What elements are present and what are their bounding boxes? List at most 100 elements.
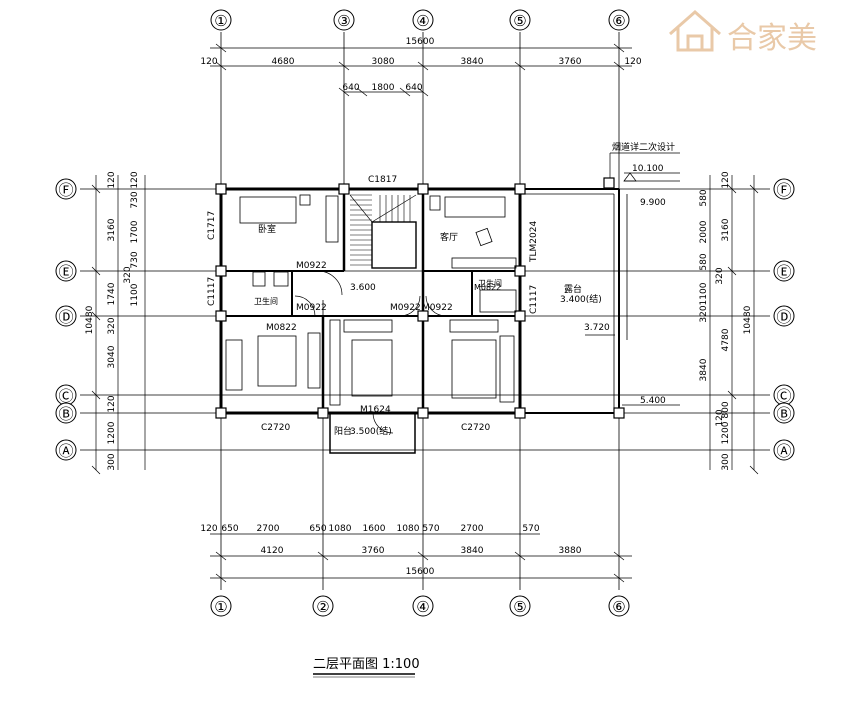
- terrace-elev: 3.400(结): [560, 293, 602, 305]
- elev-10100: 10.100: [632, 164, 664, 174]
- walls: [219, 187, 628, 454]
- leaders: [585, 152, 680, 406]
- axis-bottom-2: ②: [316, 598, 329, 616]
- room-living: 客厅: [440, 231, 458, 243]
- dim-left-mid-1: 1740: [107, 282, 117, 305]
- plan-labels: 烟道详二次设计 10.100 9.900 C1817 C1717 C1117 C…: [207, 141, 675, 437]
- window-c1817: C1817: [368, 175, 397, 185]
- dim-bot1-6: 1080: [397, 524, 420, 534]
- elev-9900: 9.900: [640, 198, 666, 208]
- window-c2720-left: C2720: [261, 423, 290, 433]
- axis-left-d: Ⓓ: [58, 308, 73, 326]
- left-dimension-text: 120 120 730 1700 730 320 1100 320 120 12…: [85, 171, 140, 470]
- dim-right-1: 580: [699, 189, 709, 206]
- dim-left-total: 10480: [85, 305, 95, 334]
- dim-bot2-1: 3760: [362, 546, 385, 556]
- dim-bot1-7: 570: [422, 524, 439, 534]
- logo-text: 合家美: [727, 21, 817, 56]
- furniture: [225, 194, 517, 406]
- dim-right-3: 580: [699, 253, 709, 270]
- dim-bottom-total: 15600: [406, 567, 435, 577]
- dim-left-mid-2: 3040: [107, 345, 117, 368]
- dim-left-6: 1100: [130, 283, 140, 306]
- dim-top-1: 4680: [272, 57, 295, 67]
- dim-left-4: 730: [130, 251, 140, 268]
- axis-top-3: ③: [337, 12, 350, 30]
- bottom-dimension-text: 120 650 2700 650 1080 1600 1080 570 2700…: [200, 524, 581, 577]
- door-m0822-left: M0822: [266, 323, 297, 333]
- axis-top-6: ⑥: [612, 12, 625, 30]
- window-c1117-left: C1117: [207, 277, 217, 306]
- door-tlm2024: TLM2024: [529, 221, 539, 263]
- dim-right-11: 300: [721, 453, 731, 470]
- dim-right-mid-1: 4780: [721, 328, 731, 351]
- dim-top-4: 3760: [559, 57, 582, 67]
- dim-left-1: 120: [107, 171, 117, 188]
- dim-top-3: 3840: [461, 57, 484, 67]
- door-m0922-a: M0922: [296, 261, 327, 271]
- axis-bottom-1: ①: [214, 598, 227, 616]
- door-m0822-right: M0822: [474, 283, 501, 292]
- dim-left-0: 120: [130, 171, 140, 188]
- door-m0922-b: M0922: [296, 303, 327, 313]
- dim-right-5: 1100: [699, 282, 709, 305]
- dim-bot2-0: 4120: [261, 546, 284, 556]
- dim-sub-0: 640: [342, 83, 359, 93]
- axis-left-f: Ⓕ: [58, 181, 73, 199]
- dim-bot1-3: 650: [309, 524, 326, 534]
- axis-top-1: ①: [214, 12, 227, 30]
- axis-left-a: Ⓐ: [58, 442, 73, 460]
- dim-left-mid-0: 3160: [107, 218, 117, 241]
- elev-3600: 3.600: [350, 283, 376, 293]
- room-bath-left: 卫生间: [254, 296, 278, 306]
- dim-bot1-1: 650: [221, 524, 238, 534]
- dim-right-10: 1200: [721, 421, 731, 444]
- axis-top-5: ⑤: [513, 12, 526, 30]
- axis-bottom-6: ⑥: [612, 598, 625, 616]
- dim-right-8: 800: [721, 401, 731, 418]
- dim-bot1-5: 1600: [363, 524, 386, 534]
- axis-labels: ① ③ ④ ⑤ ⑥ ① ② ④ ⑤ ⑥ Ⓕ Ⓔ Ⓓ Ⓒ Ⓑ Ⓐ Ⓕ Ⓔ Ⓓ Ⓒ …: [58, 12, 791, 616]
- room-terrace: 露台: [564, 283, 582, 295]
- stair: [349, 194, 417, 269]
- room-balcony: 阳台: [334, 425, 352, 437]
- axis-left-b: Ⓑ: [58, 405, 73, 423]
- axis-right-b: Ⓑ: [776, 405, 791, 423]
- dim-left-2: 730: [130, 191, 140, 208]
- door-swings: [294, 270, 447, 434]
- window-c1117-right: C1117: [529, 285, 539, 314]
- door-m0922-c: M0922: [390, 303, 421, 313]
- axis-left-c: Ⓒ: [58, 387, 73, 405]
- drawing-caption: 二层平面图 1:100: [313, 657, 420, 672]
- top-dimensions: [210, 43, 632, 97]
- room-bath-right: 卫生间: [478, 278, 502, 288]
- dim-bot1-9: 570: [522, 524, 539, 534]
- dim-left-8: 120: [107, 395, 117, 412]
- dim-top-5: 120: [624, 57, 641, 67]
- axis-left-e: Ⓔ: [58, 263, 73, 281]
- dim-right-7: 3840: [699, 358, 709, 381]
- dim-right-mid-0: 3160: [721, 218, 731, 241]
- dim-left-5: 320: [123, 266, 133, 283]
- dim-top-0: 120: [200, 57, 217, 67]
- axis-top-4: ④: [416, 12, 429, 30]
- door-m0922-d: M0922: [422, 303, 453, 313]
- dim-bot1-0: 120: [200, 524, 217, 534]
- brand-logo: 合家美: [669, 10, 817, 56]
- top-dimension-text: 15600 120 4680 3080 3840 3760 120 640 18…: [200, 37, 641, 93]
- dim-left-7: 320: [107, 317, 117, 334]
- house-logo-icon: [669, 10, 721, 52]
- dim-top-2: 3080: [372, 57, 395, 67]
- axis-right-a: Ⓐ: [776, 442, 791, 460]
- axis-right-f: Ⓕ: [776, 181, 791, 199]
- right-dimensions: [709, 175, 759, 475]
- elev-3720: 3.720: [584, 323, 610, 333]
- dim-bot2-3: 3880: [559, 546, 582, 556]
- axis-right-d: Ⓓ: [776, 308, 791, 326]
- dim-sub-1: 1800: [372, 83, 395, 93]
- balcony-elev: 3.500(结): [350, 425, 392, 437]
- door-m1624: M1624: [360, 405, 391, 415]
- dim-right-6: 320: [699, 305, 709, 322]
- left-dimensions: [91, 175, 146, 475]
